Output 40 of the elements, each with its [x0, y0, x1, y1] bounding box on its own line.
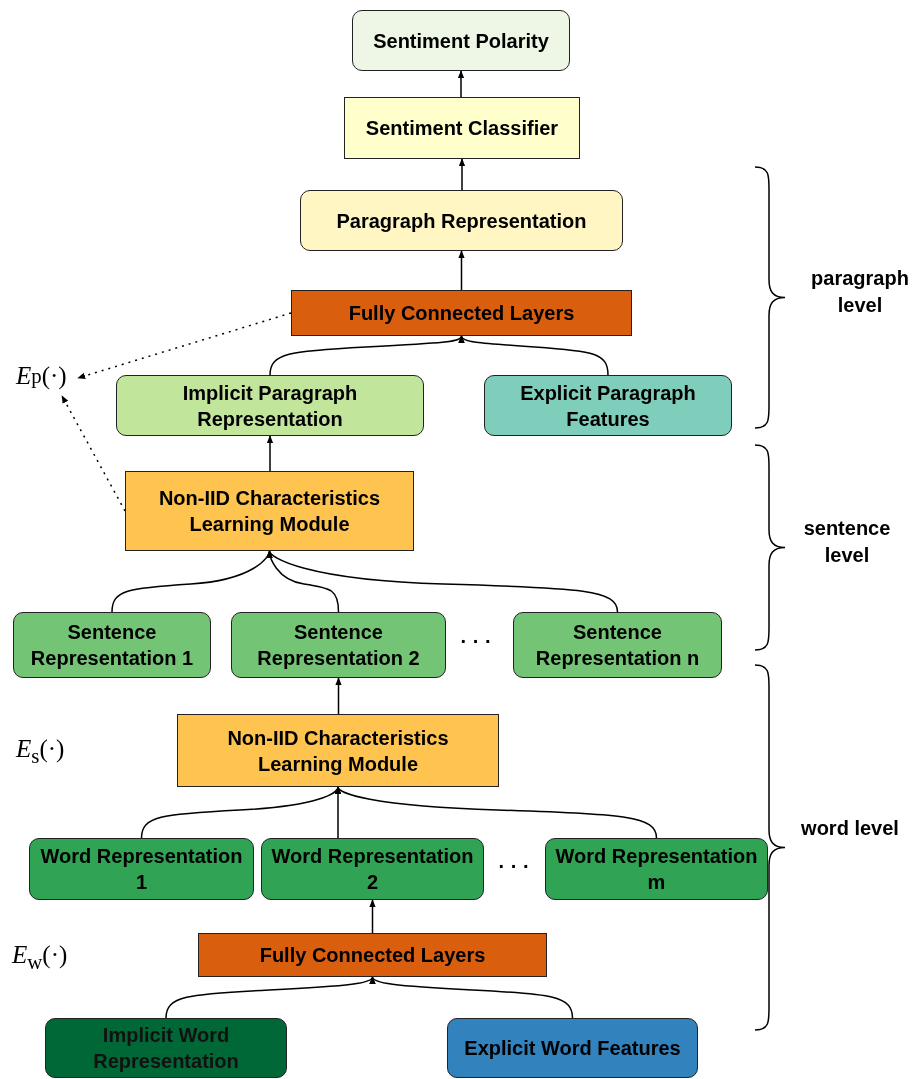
arrow [337, 786, 658, 839]
arrow [269, 335, 463, 376]
arrow [111, 550, 272, 613]
arrow [77, 312, 292, 379]
process-box: Fully Connected Layers [291, 290, 632, 336]
process-box: Non-IID Characteristics Learning Module [177, 714, 499, 787]
ellipsis: · · · [459, 629, 493, 654]
math-label: E$_{w}$(·) [12, 940, 68, 976]
level-label: paragraph level [810, 266, 910, 318]
arrow [460, 335, 609, 376]
rounded-box: Explicit Paragraph Features [484, 375, 732, 436]
rounded-box: Explicit Word Features [447, 1018, 698, 1078]
arrow [457, 70, 465, 98]
arrow [371, 976, 574, 1019]
rounded-box: Sentence Representation 1 [13, 612, 211, 678]
rounded-box: Implicit Word Representation [45, 1018, 287, 1078]
process-box: Non-IID Characteristics Learning Module [125, 471, 414, 551]
rounded-box: Paragraph Representation [300, 190, 623, 251]
rounded-box: Word Representation 2 [261, 838, 484, 900]
rounded-box: Word Representation m [545, 838, 768, 900]
level-label: sentence level [802, 516, 892, 568]
arrow [61, 395, 126, 512]
arrow [266, 435, 274, 472]
process-box: Sentiment Classifier [344, 97, 580, 159]
rounded-box: Sentence Representation n [513, 612, 722, 678]
arrow [140, 786, 340, 839]
rounded-box: Sentence Representation 2 [231, 612, 446, 678]
process-box: Fully Connected Layers [198, 933, 547, 977]
rounded-box: Implicit Paragraph Representation [116, 375, 424, 436]
arrow [335, 677, 342, 715]
arrow [458, 250, 465, 291]
arrow [458, 158, 466, 191]
rounded-box: Word Representation 1 [29, 838, 254, 900]
arrow [165, 976, 374, 1019]
math-label: E$_{s}$(·) [16, 734, 65, 770]
arrow [369, 899, 376, 934]
ellipsis: · · · [497, 854, 531, 879]
arrow [268, 550, 619, 613]
level-label: word level [800, 816, 900, 841]
rounded-box: Sentiment Polarity [352, 10, 570, 71]
